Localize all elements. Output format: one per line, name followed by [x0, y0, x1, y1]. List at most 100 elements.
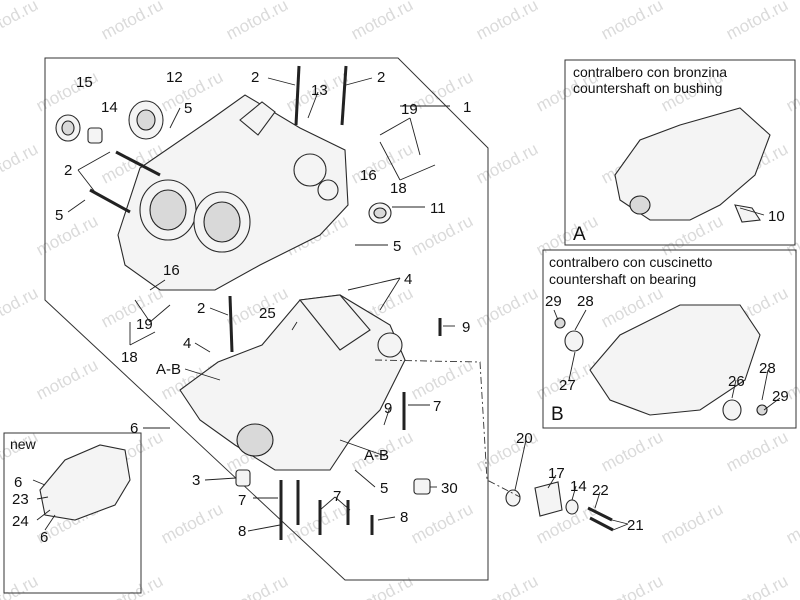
watermark-text: motod.ru — [223, 571, 291, 600]
bearing-15 — [55, 114, 81, 142]
watermark-text: motod.ru — [473, 571, 541, 600]
callout-2: 2 — [377, 69, 385, 86]
callout-7: 7 — [333, 488, 341, 505]
watermark-text: motod.ru — [98, 283, 166, 331]
callout-16: 16 — [360, 167, 377, 184]
watermark-text: motod.ru — [158, 499, 226, 547]
countershaft-group — [505, 481, 614, 532]
callout-5: 5 — [380, 480, 388, 497]
callout-7: 7 — [238, 492, 246, 509]
countershaft-axis-line — [374, 359, 521, 498]
watermark-text: motod.ru — [348, 0, 416, 44]
callout-21: 21 — [627, 517, 644, 534]
callout-5: 5 — [184, 100, 192, 117]
callout-2: 2 — [197, 300, 205, 317]
callout-13: 13 — [311, 82, 328, 99]
callout-22: 22 — [592, 482, 609, 499]
inset-b-letter: B — [551, 404, 564, 425]
inset-a-title-en: countershaft on bushing — [573, 80, 722, 96]
studs — [89, 65, 442, 540]
seal-12 — [128, 100, 164, 140]
callout-19: 19 — [136, 316, 153, 333]
watermark-text: motod.ru — [723, 0, 791, 44]
callout-3: 3 — [192, 472, 200, 489]
callout-12: 12 — [166, 69, 183, 86]
watermark-text: motod.ru — [0, 139, 41, 187]
inset-box-b — [542, 249, 797, 429]
upper-crankcase — [117, 94, 349, 291]
callout-29: 29 — [772, 388, 789, 405]
watermark-text: motod.ru — [0, 571, 41, 600]
watermark-text: motod.ru — [98, 0, 166, 44]
bushing-14 — [87, 127, 103, 144]
watermark-text: motod.ru — [408, 211, 476, 259]
callout-9: 9 — [462, 319, 470, 336]
callout-15: 15 — [76, 74, 93, 91]
watermark-text: motod.ru — [723, 427, 791, 475]
callout-9: 9 — [384, 400, 392, 417]
bushing-30 — [413, 478, 431, 495]
inset-a-title-it: contralbero con bronzina — [573, 64, 727, 80]
watermark-text: motod.ru — [0, 283, 41, 331]
callout-10: 10 — [768, 208, 785, 225]
callout-28: 28 — [759, 360, 776, 377]
inset-box-new — [3, 432, 142, 594]
callout-5: 5 — [55, 207, 63, 224]
watermark-text: motod.ru — [0, 0, 41, 44]
callout-16: 16 — [163, 262, 180, 279]
callout-8: 8 — [238, 523, 246, 540]
watermark-text: motod.ru — [408, 499, 476, 547]
callout-14: 14 — [101, 99, 118, 116]
callout-5: 5 — [393, 238, 401, 255]
new-inset-crankcase — [39, 444, 131, 521]
callout-8: 8 — [400, 509, 408, 526]
callout-1: 1 — [463, 99, 471, 116]
watermark-text: motod.ru — [783, 211, 800, 259]
section-label-a-b: A-B — [364, 447, 389, 464]
callout-24: 24 — [12, 513, 29, 530]
lower-crankcase — [179, 294, 406, 471]
inset-a-letter: A — [573, 224, 586, 245]
callout-4: 4 — [183, 335, 191, 352]
leader-lines — [32, 77, 781, 532]
callout-25: 25 — [259, 305, 276, 322]
watermark-text: motod.ru — [98, 571, 166, 600]
watermark-text: motod.ru — [783, 67, 800, 115]
inset-a-crankcase — [614, 107, 771, 223]
inset-b-title-it: contralbero con cuscinetto — [549, 254, 713, 270]
callout-4: 4 — [404, 271, 412, 288]
watermark-text: motod.ru — [723, 571, 791, 600]
callout-6: 6 — [130, 420, 138, 437]
callout-17: 17 — [548, 465, 565, 482]
watermark-text: motod.ru — [348, 571, 416, 600]
watermark-text: motod.ru — [33, 211, 101, 259]
callout-6: 6 — [14, 474, 22, 491]
section-label-a-b: A-B — [156, 361, 181, 378]
callout-14: 14 — [570, 478, 587, 495]
watermark-text: motod.ru — [598, 427, 666, 475]
watermark-text: motod.ru — [598, 571, 666, 600]
watermark-text: motod.ru — [473, 283, 541, 331]
callout-19: 19 — [401, 101, 418, 118]
inset-box-a — [564, 59, 796, 246]
callout-30: 30 — [441, 480, 458, 497]
watermark-text: motod.ru — [473, 0, 541, 44]
callout-27: 27 — [559, 377, 576, 394]
callout-2: 2 — [251, 69, 259, 86]
callout-labels: 1 2 2 2 2 3 4 4 5 5 5 5 6 7 7 7 8 8 9 9 … — [12, 69, 789, 546]
watermark-text: motod.ru — [283, 499, 351, 547]
watermark-text: motod.ru — [223, 0, 291, 44]
seal-11 — [368, 202, 392, 224]
inset-b-crankcase — [554, 304, 768, 421]
callout-18: 18 — [121, 349, 138, 366]
callout-26: 26 — [728, 373, 745, 390]
callout-29: 29 — [545, 293, 562, 310]
watermark-text: motod.ru — [598, 0, 666, 44]
callout-7: 7 — [433, 398, 441, 415]
main-assembly-frame — [44, 57, 489, 581]
callout-11: 11 — [430, 200, 446, 217]
callout-23: 23 — [12, 491, 29, 508]
callout-6: 6 — [40, 529, 48, 546]
callout-20: 20 — [516, 430, 533, 447]
